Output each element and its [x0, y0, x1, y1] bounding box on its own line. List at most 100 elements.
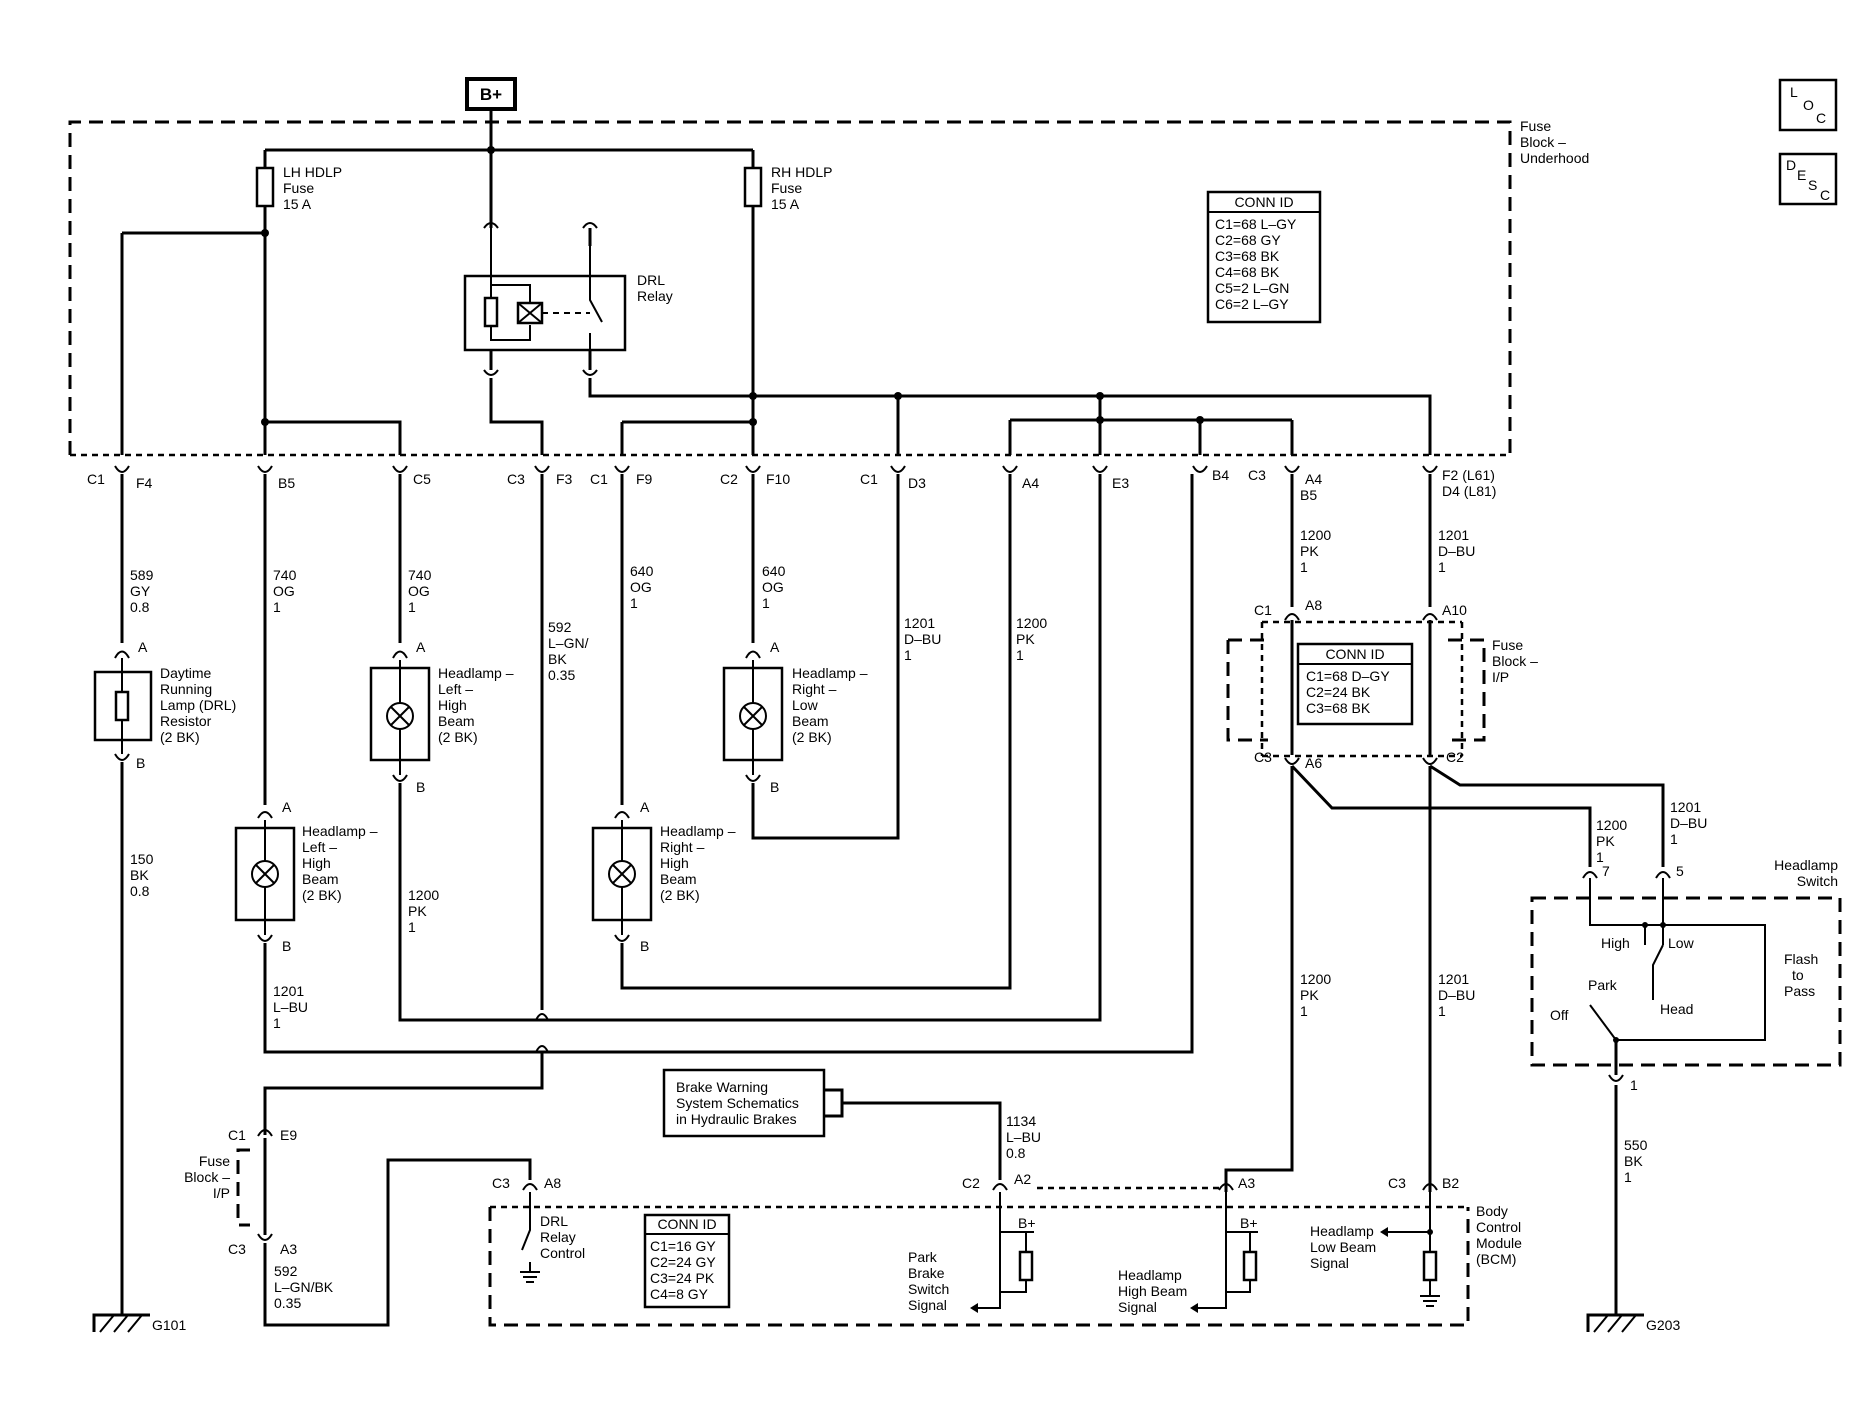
svg-text:PK: PK [1300, 543, 1319, 559]
svg-text:Beam: Beam [438, 713, 475, 729]
svg-text:A4: A4 [1022, 475, 1039, 491]
svg-text:High: High [1601, 935, 1630, 951]
svg-text:C3: C3 [1388, 1175, 1406, 1191]
svg-text:GY: GY [130, 583, 151, 599]
svg-text:D–BU: D–BU [1670, 815, 1707, 831]
svg-text:A3: A3 [280, 1241, 297, 1257]
svg-text:CONN ID: CONN ID [657, 1216, 716, 1232]
svg-text:PK: PK [1596, 833, 1615, 849]
svg-text:CONN ID: CONN ID [1325, 646, 1384, 662]
svg-text:OG: OG [630, 579, 652, 595]
desc-button[interactable]: D E S C [1778, 152, 1838, 206]
headlamp-high-beam-signal-label: Headlamp High Beam Signal [1118, 1267, 1187, 1315]
svg-text:1: 1 [1630, 1077, 1638, 1093]
svg-text:740: 740 [273, 567, 297, 583]
svg-text:Fuse: Fuse [1492, 637, 1523, 653]
svg-text:A: A [282, 799, 292, 815]
svg-text:Switch: Switch [908, 1281, 949, 1297]
wire-740-b-label: 740 OG 1 [408, 567, 432, 615]
svg-text:1: 1 [408, 599, 416, 615]
headlamp-right-high-beam-label: Headlamp – Right – High Beam (2 BK) [660, 823, 736, 903]
svg-text:A2: A2 [1014, 1171, 1031, 1187]
svg-text:1200: 1200 [1300, 527, 1331, 543]
svg-text:1: 1 [1016, 647, 1024, 663]
conn-id-underhood: CONN ID C1=68 L–GY C2=68 GY C3=68 BK C4=… [1206, 190, 1322, 324]
svg-text:Low Beam: Low Beam [1310, 1239, 1376, 1255]
resistor-icon [1422, 1250, 1438, 1282]
headlamp-switch [1530, 896, 1842, 1067]
svg-text:Brake: Brake [908, 1265, 945, 1281]
b-plus-source: B+ [465, 77, 517, 111]
connector-row-top [114, 465, 1438, 473]
svg-text:L–GN/: L–GN/ [548, 635, 589, 651]
svg-text:Block –: Block – [1520, 134, 1566, 150]
svg-text:1: 1 [1438, 559, 1446, 575]
svg-text:B4: B4 [1212, 467, 1229, 483]
headlamp-low-beam-signal-label: Headlamp Low Beam Signal [1310, 1223, 1376, 1271]
svg-text:D3: D3 [908, 475, 926, 491]
svg-text:C2=68 GY: C2=68 GY [1215, 232, 1281, 248]
svg-text:C1=68 D–GY: C1=68 D–GY [1306, 668, 1390, 684]
svg-text:E9: E9 [280, 1127, 297, 1143]
svg-text:A: A [770, 639, 780, 655]
svg-text:D–BU: D–BU [904, 631, 941, 647]
svg-text:G203: G203 [1646, 1317, 1680, 1333]
loc-button[interactable]: L O C [1778, 78, 1838, 132]
svg-text:Beam: Beam [660, 871, 697, 887]
wire-1201-dbu-b-label: 1201 D–BU 1 [1438, 527, 1475, 575]
svg-text:1: 1 [1596, 849, 1604, 865]
svg-text:C: C [1816, 110, 1826, 126]
headlamp-left-high-beam-upper-label: Headlamp – Left – High Beam (2 BK) [438, 665, 514, 745]
svg-text:Left –: Left – [302, 839, 337, 855]
svg-text:C1=68 L–GY: C1=68 L–GY [1215, 216, 1297, 232]
fuse-block-ip-left-border [236, 1148, 250, 1227]
svg-text:C3=24 PK: C3=24 PK [650, 1270, 715, 1286]
svg-text:D4 (L81): D4 (L81) [1442, 483, 1496, 499]
svg-text:C5=2 L–GN: C5=2 L–GN [1215, 280, 1289, 296]
svg-text:B5: B5 [1300, 487, 1317, 503]
svg-text:1: 1 [1670, 831, 1678, 847]
svg-text:S: S [1808, 177, 1817, 193]
svg-text:High: High [438, 697, 467, 713]
svg-text:Underhood: Underhood [1520, 150, 1589, 166]
svg-text:Off: Off [1550, 1007, 1569, 1023]
svg-text:Pass: Pass [1784, 983, 1815, 999]
wire-1200-pk-d-label: 1200 PK 1 [1300, 971, 1331, 1019]
svg-text:C1: C1 [87, 471, 105, 487]
svg-text:Headlamp –: Headlamp – [438, 665, 514, 681]
brake-warning-reference[interactable]: Brake Warning System Schematics in Hydra… [662, 1068, 826, 1138]
svg-text:CONN ID: CONN ID [1234, 194, 1293, 210]
resistor-icon [114, 690, 130, 722]
svg-text:0.8: 0.8 [130, 883, 150, 899]
svg-text:F3: F3 [556, 471, 573, 487]
svg-text:Resistor: Resistor [160, 713, 212, 729]
wire-640-a-label: 640 OG 1 [630, 563, 654, 611]
svg-text:(2 BK): (2 BK) [160, 729, 200, 745]
svg-text:(2 BK): (2 BK) [302, 887, 342, 903]
wire-1201-dbu-a-label: 1201 D–BU 1 [904, 615, 941, 663]
svg-text:Fuse: Fuse [283, 180, 314, 196]
svg-text:PK: PK [1016, 631, 1035, 647]
svg-text:C3: C3 [1254, 749, 1272, 765]
svg-text:Relay: Relay [540, 1229, 576, 1245]
wire-592-b-label: 592 L–GN/BK 0.35 [274, 1263, 334, 1311]
svg-text:C1: C1 [590, 471, 608, 487]
svg-text:F4: F4 [136, 475, 153, 491]
svg-text:Headlamp –: Headlamp – [792, 665, 868, 681]
svg-text:Module: Module [1476, 1235, 1522, 1251]
svg-text:B5: B5 [278, 475, 295, 491]
wire-1201-dbu-d-label: 1201 D–BU 1 [1438, 971, 1475, 1019]
svg-text:C3: C3 [507, 471, 525, 487]
drl-relay-coil-resistor [483, 296, 499, 328]
svg-text:(2 BK): (2 BK) [438, 729, 478, 745]
svg-text:Beam: Beam [302, 871, 339, 887]
svg-text:C3=68 BK: C3=68 BK [1215, 248, 1280, 264]
wire-592-label: 592 L–GN/ BK 0.35 [548, 619, 589, 683]
conn-id-bcm: CONN ID C1=16 GY C2=24 GY C3=24 PK C4=8 … [643, 1213, 731, 1309]
svg-text:1201: 1201 [904, 615, 935, 631]
svg-text:C2: C2 [962, 1175, 980, 1191]
svg-text:C4=68 BK: C4=68 BK [1215, 264, 1280, 280]
fuse-block-ip-label: Fuse Block – I/P [1492, 637, 1538, 685]
wire-1200-pk-a-label: 1200 PK 1 [1016, 615, 1047, 663]
